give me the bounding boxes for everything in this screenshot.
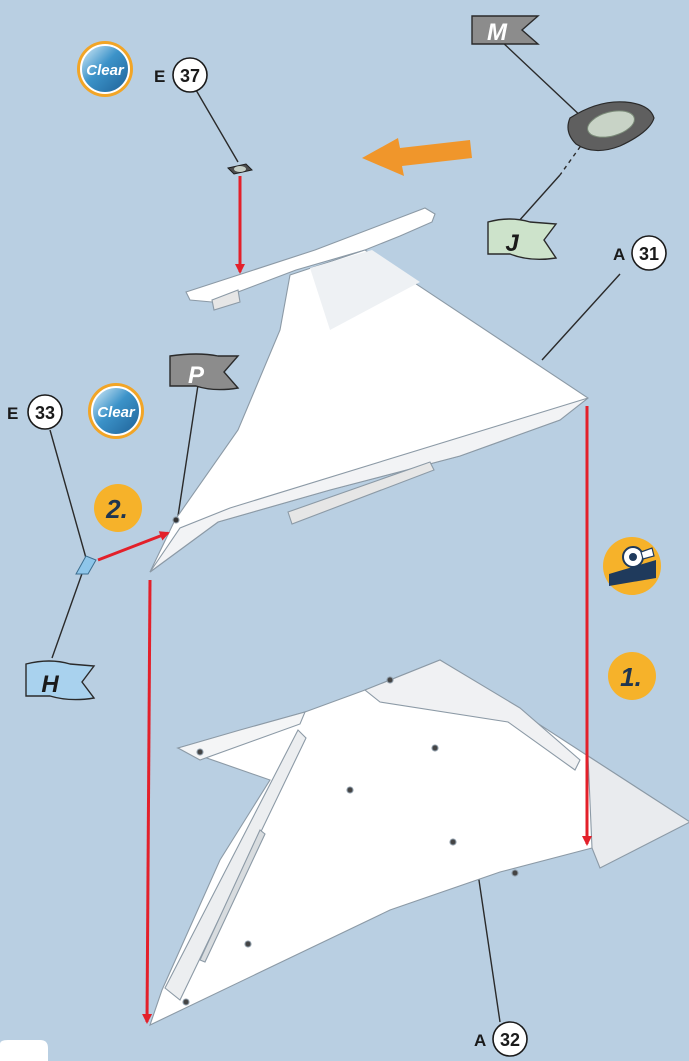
wing-lower-a32: [149, 659, 689, 1027]
step-number: 1.: [620, 662, 642, 692]
leader-e37: [195, 89, 239, 163]
part-letter: E: [154, 67, 165, 86]
part-number: 33: [35, 403, 55, 423]
part-label-a32: A 32: [474, 1021, 528, 1057]
part-number: 32: [500, 1030, 520, 1050]
flag-label: H: [41, 671, 59, 698]
leader-p: [177, 384, 199, 517]
part-number: 31: [639, 244, 659, 264]
part-e33-piece: [75, 555, 97, 575]
flag-label: M: [487, 19, 508, 46]
wing-upper-a31: [149, 207, 589, 573]
part-label-e33: E 33: [7, 394, 63, 430]
arrow-wing-left-down: [142, 579, 153, 1024]
part-letter: E: [7, 404, 18, 423]
arrow-e33-to-wing: [97, 531, 170, 562]
orange-direction-arrow: [362, 138, 472, 176]
clear-badge-top: Clear: [77, 41, 133, 97]
step-badge-1: 1.: [608, 652, 656, 700]
page-corner-tab: [0, 1040, 48, 1061]
leader-lines: [49, 39, 621, 1023]
leader-a31: [541, 273, 621, 361]
part-letter: A: [474, 1031, 486, 1050]
step-number: 2.: [105, 494, 128, 524]
part-label-e37: E 37: [154, 57, 208, 93]
leader-j: [517, 174, 561, 223]
flag-label: P: [188, 362, 205, 389]
clear-badge-text: Clear: [86, 62, 125, 79]
leader-e33: [49, 429, 87, 559]
clear-badge-left: Clear: [88, 383, 144, 439]
red-assembly-arrows: [97, 176, 592, 1024]
part-m-piece: [567, 101, 655, 152]
part-letter: A: [613, 245, 625, 264]
clear-badge-text: Clear: [97, 404, 136, 421]
flag-h: H: [25, 660, 96, 701]
step-badge-2: 2.: [94, 484, 142, 532]
leader-h: [51, 567, 85, 659]
part-e37-piece: [227, 163, 253, 175]
leader-m: [499, 39, 586, 121]
flag-p: P: [169, 353, 240, 391]
leader-a32: [475, 859, 501, 1023]
tape-icon: [603, 537, 661, 595]
flag-label: J: [505, 230, 519, 257]
leader-j-dashed: [559, 139, 586, 176]
part-number: 37: [180, 66, 200, 86]
flag-j: J: [487, 218, 558, 261]
part-label-a31: A 31: [613, 235, 667, 271]
flag-m: M: [471, 15, 540, 46]
